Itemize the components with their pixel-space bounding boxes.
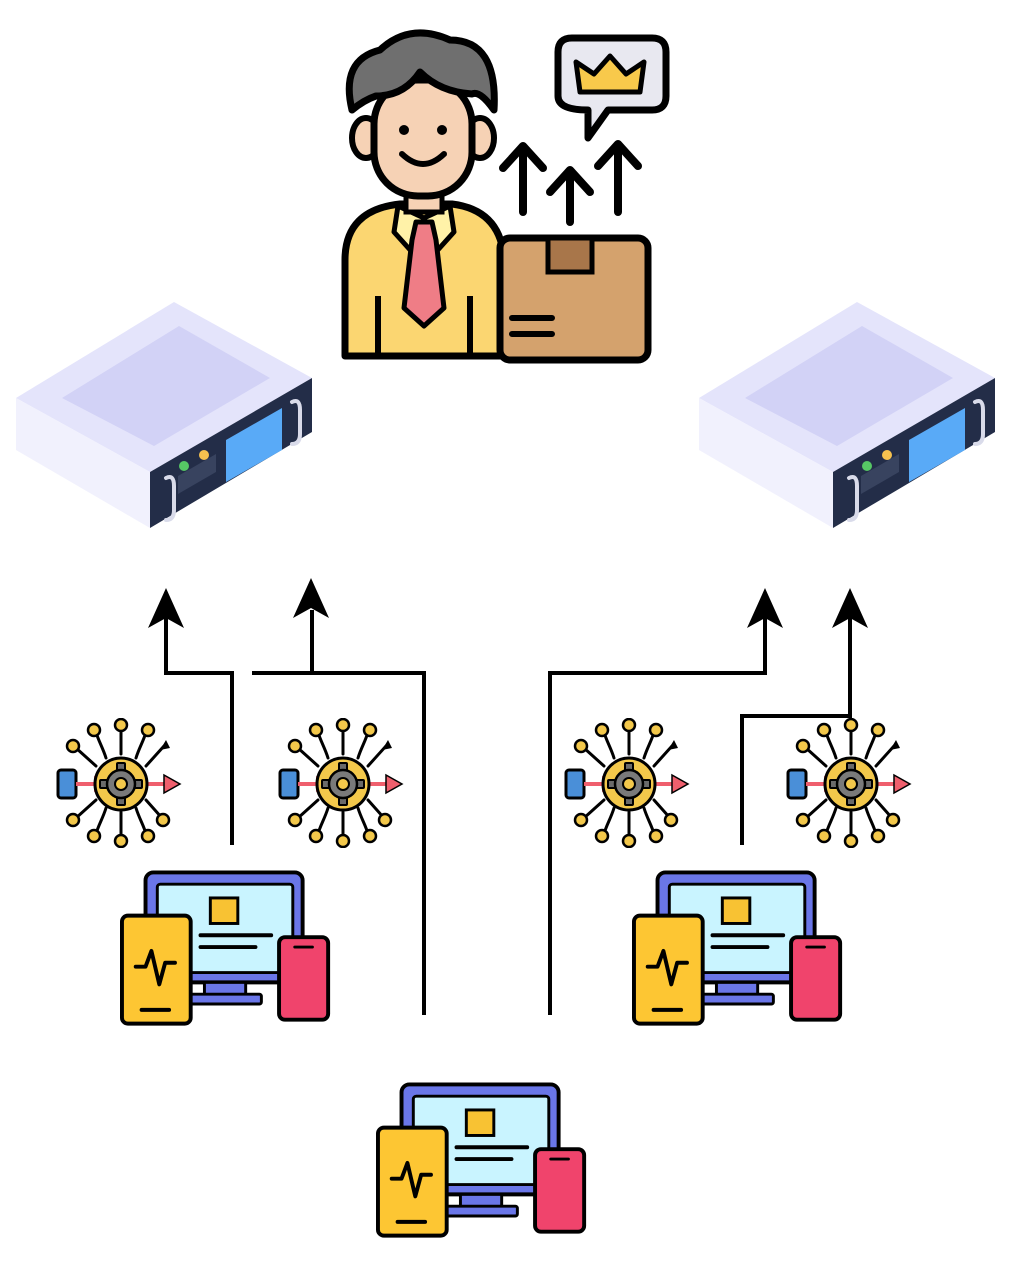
devices-right-node	[632, 870, 843, 1026]
chip-gear-node-icon	[786, 718, 912, 848]
rack-server-icon	[697, 300, 997, 530]
edge-devices-bottom-to-server-left	[252, 610, 426, 1015]
server-right-node	[697, 300, 997, 530]
multi-device-icon	[120, 870, 331, 1026]
edge-devices-left-to-server-left	[164, 600, 234, 845]
chip-gear-node-icon	[278, 718, 404, 848]
devices-bottom-node	[376, 1082, 587, 1238]
devices-left-node	[120, 870, 331, 1026]
businessman-box-crown-icon	[341, 29, 670, 364]
multi-device-icon	[376, 1082, 587, 1238]
chip-gear-node-icon	[56, 718, 182, 848]
edge-devices-bottom-to-server-right	[548, 614, 767, 1015]
server-left-node	[14, 300, 314, 530]
arrowhead-2	[293, 578, 329, 618]
edge-devices-right-to-server-right	[740, 614, 852, 845]
arrowhead-3	[747, 588, 783, 628]
chip-gear-node-icon	[564, 718, 690, 848]
arrowhead-1	[148, 588, 184, 628]
rack-server-icon	[14, 300, 314, 530]
multi-device-icon	[632, 870, 843, 1026]
arrowhead-4	[832, 588, 868, 628]
provider-node	[341, 29, 670, 364]
